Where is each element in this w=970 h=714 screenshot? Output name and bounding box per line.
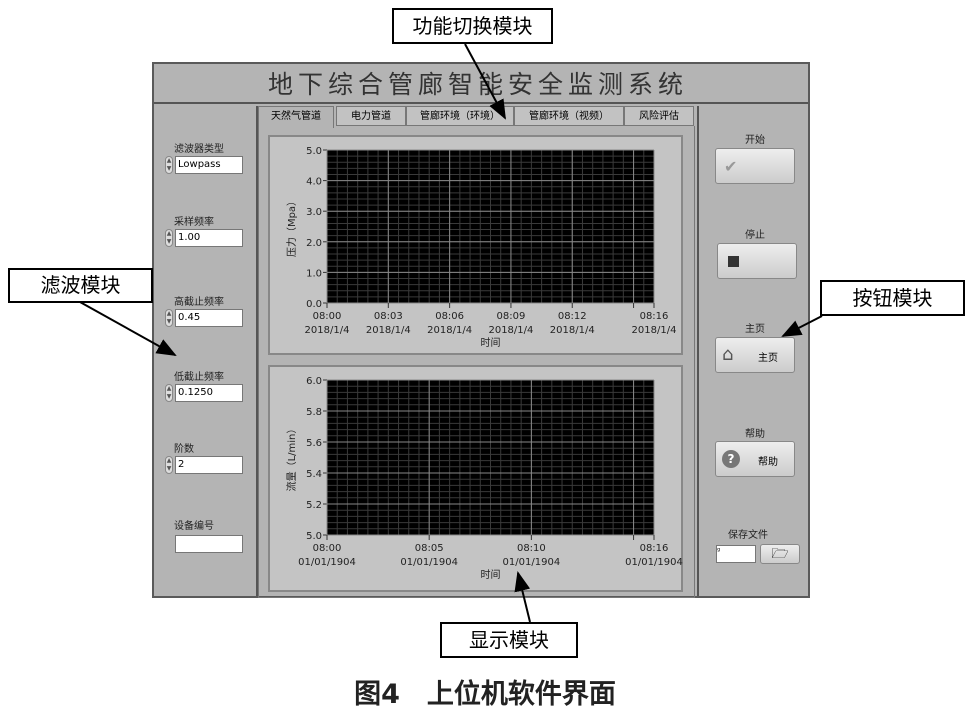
save-path-field[interactable]: ᵍ (716, 545, 756, 563)
filter-field-label: 采样频率 (174, 217, 214, 228)
arrow-buttons (781, 315, 823, 337)
filter-field-input[interactable]: 2 (175, 456, 243, 474)
x-tick-time: 08:03 (374, 311, 403, 322)
x-tick-date: 2018/1/4 (550, 325, 595, 336)
browse-folder-button[interactable]: 🗁 (760, 544, 800, 564)
y-tick-label: 6.0 (306, 376, 322, 387)
x-tick-time: 08:00 (313, 543, 342, 554)
x-tick-date: 2018/1/4 (305, 325, 350, 336)
x-tick-time: 08:16 (640, 543, 669, 554)
x-tick-date: 2018/1/4 (427, 325, 472, 336)
x-axis-label: 时间 (481, 568, 501, 581)
tab-video[interactable]: 管廊环境（视频） (514, 106, 624, 126)
y-axis-label: 流量（L/min） (285, 424, 298, 492)
x-tick-date: 2018/1/4 (632, 325, 677, 336)
arrow-filter (79, 301, 177, 356)
x-tick-date: 01/01/1904 (400, 557, 458, 568)
spinner-arrows-icon[interactable]: ▲▼ (165, 156, 173, 174)
filter-panel (154, 106, 258, 596)
spinner-arrows-icon[interactable]: ▲▼ (165, 384, 173, 402)
y-tick-label: 5.0 (306, 531, 322, 542)
filter-field-input[interactable]: Lowpass (175, 156, 243, 174)
home-button-text: 主页 (758, 353, 778, 364)
help-button-text: 帮助 (758, 457, 778, 468)
filter-field-input[interactable]: 0.45 (175, 309, 243, 327)
flow-chart-frame: 5.0 5.2 5.4 5.6 5.8 6.0 08:00 01/01/1904 08:05 01… (268, 365, 683, 592)
annotation-buttons: 按钮模块 (820, 280, 965, 316)
filter-field-input[interactable]: 0.1250 (175, 384, 243, 402)
filter-field-label: 低截止频率 (174, 372, 224, 383)
window-title: 地下综合管廊智能安全监测系统 (154, 64, 808, 104)
y-tick-label: 5.6 (306, 438, 322, 449)
x-axis-label: 时间 (481, 336, 501, 349)
filter-field-label: 滤波器类型 (174, 144, 224, 155)
spinner-arrows-icon[interactable]: ▲▼ (165, 456, 173, 474)
device-id-label: 设备编号 (174, 521, 214, 532)
y-tick-label: 3.0 (306, 207, 322, 218)
x-tick-date: 01/01/1904 (298, 557, 356, 568)
y-tick-label: 5.8 (306, 407, 322, 418)
start-label: 开始 (745, 135, 765, 146)
y-tick-label: 2.0 (306, 238, 322, 249)
tab-risk[interactable]: 风险评估 (624, 106, 694, 126)
x-tick-time: 08:06 (435, 311, 464, 322)
annotation-filter: 滤波模块 (8, 268, 153, 303)
filter-field-label: 阶数 (174, 444, 194, 455)
spinner-arrows-icon[interactable]: ▲▼ (165, 229, 173, 247)
device-id-input[interactable] (175, 535, 243, 553)
pressure-chart: 0.0 1.0 2.0 3.0 4.0 5.0 08:00 2018/1/4 08:03 2018… (285, 146, 677, 349)
y-axis-label: 压力（Mpa） (285, 196, 298, 257)
check-icon: ✔ (724, 157, 738, 176)
help-button[interactable]: ? 帮助 (715, 441, 795, 477)
home-button[interactable]: ⌂ 主页 (715, 337, 795, 373)
figure-caption: 图4 上位机软件界面 (354, 679, 616, 710)
x-tick-time: 08:00 (313, 311, 342, 322)
home-label: 主页 (745, 324, 765, 335)
annotation-tabs: 功能切换模块 (392, 8, 553, 44)
flow-chart: 5.0 5.2 5.4 5.6 5.8 6.0 08:00 01/01/1904 08:05 01… (285, 376, 683, 581)
pressure-chart-frame: 0.0 1.0 2.0 3.0 4.0 5.0 08:00 2018/1/4 08:03 2018… (268, 135, 683, 355)
filter-field-input[interactable]: 1.00 (175, 229, 243, 247)
annotation-display: 显示模块 (440, 622, 578, 658)
tab-power[interactable]: 电力管道 (336, 106, 406, 126)
x-tick-time: 08:10 (517, 543, 546, 554)
x-tick-time: 08:16 (640, 311, 669, 322)
x-tick-date: 2018/1/4 (488, 325, 533, 336)
y-tick-label: 5.4 (306, 469, 322, 480)
y-tick-label: 5.2 (306, 500, 322, 511)
y-tick-label: 4.0 (306, 177, 322, 188)
help-icon: ? (722, 450, 740, 468)
y-tick-label: 5.0 (306, 146, 322, 157)
home-icon: ⌂ (722, 344, 734, 365)
y-tick-label: 1.0 (306, 268, 322, 279)
help-label: 帮助 (745, 429, 765, 440)
x-tick-date: 01/01/1904 (503, 557, 561, 568)
stop-label: 停止 (745, 230, 765, 241)
stop-button[interactable] (717, 243, 797, 279)
tab-natural-gas[interactable]: 天然气管道 (258, 106, 334, 128)
x-tick-time: 08:09 (497, 311, 526, 322)
tab-content (258, 126, 695, 598)
y-tick-label: 0.0 (306, 299, 322, 310)
x-tick-time: 08:12 (558, 311, 587, 322)
button-panel (697, 106, 810, 596)
spinner-arrows-icon[interactable]: ▲▼ (165, 309, 173, 327)
tab-env[interactable]: 管廊环境（环境） (406, 106, 514, 126)
start-button[interactable]: ✔ (715, 148, 795, 184)
arrow-tabs (464, 43, 506, 120)
x-tick-date: 2018/1/4 (366, 325, 411, 336)
filter-field-label: 高截止频率 (174, 297, 224, 308)
x-tick-date: 01/01/1904 (625, 557, 683, 568)
arrow-display (514, 571, 531, 623)
stop-square-icon (728, 256, 739, 267)
save-label: 保存文件 (728, 530, 768, 541)
folder-open-icon: 🗁 (771, 546, 789, 562)
x-tick-time: 08:05 (415, 543, 444, 554)
